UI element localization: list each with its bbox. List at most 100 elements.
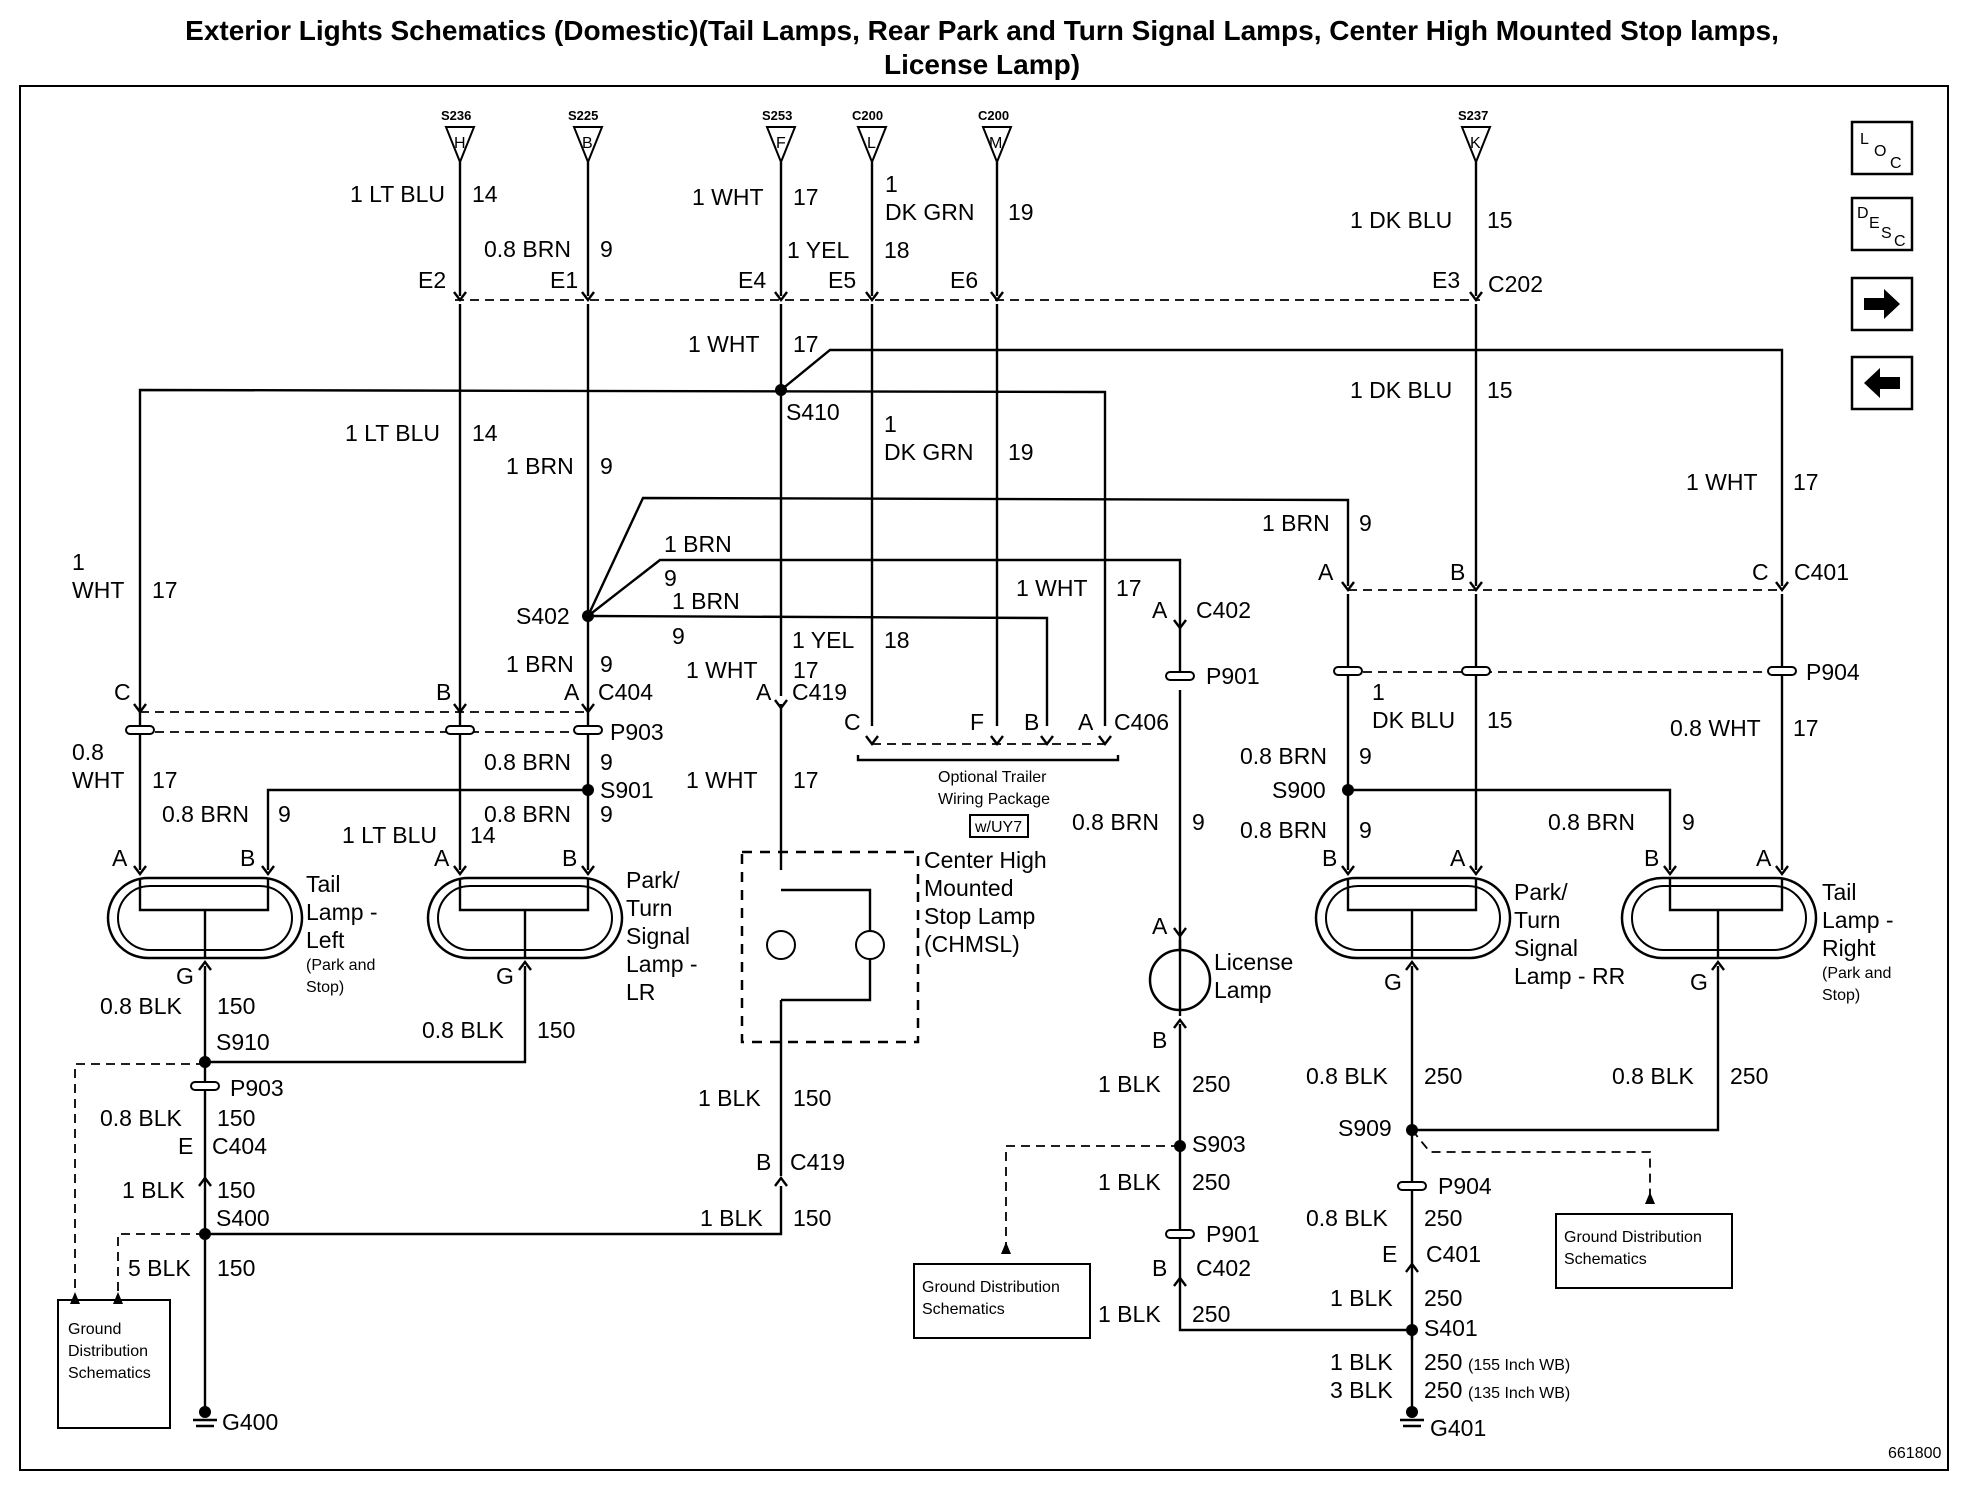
next-button[interactable]	[1850, 276, 1914, 332]
svg-text:1 DK BLU: 1 DK BLU	[1350, 207, 1452, 233]
svg-text:A: A	[1152, 913, 1168, 939]
svg-text:5 BLK: 5 BLK	[128, 1255, 191, 1281]
svg-text:Tail: Tail	[306, 871, 341, 897]
figure-number: 661800	[1888, 1445, 1941, 1462]
svg-text:Tail: Tail	[1822, 879, 1857, 905]
svg-text:License: License	[1214, 949, 1293, 975]
svg-text:1: 1	[884, 411, 897, 437]
svg-text:17: 17	[793, 657, 819, 683]
svg-text:E: E	[1869, 215, 1880, 232]
svg-text:E3: E3	[1432, 267, 1460, 293]
svg-text:250: 250	[1424, 1285, 1462, 1311]
svg-text:C: C	[1752, 559, 1769, 585]
svg-text:1 WHT: 1 WHT	[1686, 469, 1758, 495]
svg-text:Mounted: Mounted	[924, 875, 1014, 901]
wires	[138, 162, 1784, 1412]
svg-text:Lamp -: Lamp -	[626, 951, 698, 977]
svg-text:1 BLK: 1 BLK	[1098, 1169, 1161, 1195]
ground-g400	[193, 1406, 217, 1428]
input-s237: S237 K	[1458, 108, 1492, 165]
svg-text:0.8 BRN: 0.8 BRN	[1240, 817, 1327, 843]
svg-text:14: 14	[472, 420, 498, 446]
svg-text:9: 9	[1359, 817, 1372, 843]
svg-text:G400: G400	[222, 1409, 278, 1435]
svg-text:S910: S910	[216, 1029, 270, 1055]
svg-text:1 WHT: 1 WHT	[686, 767, 758, 793]
svg-text:150: 150	[793, 1085, 831, 1111]
svg-text:A: A	[1756, 845, 1772, 871]
svg-text:O: O	[1874, 143, 1886, 160]
svg-text:Ground Distribution: Ground Distribution	[1564, 1229, 1702, 1246]
pin-labels: A B G A B G A B B A G B A G	[112, 845, 1772, 1053]
connector-labels: E2 E1 E4 E5 E6 E3 C202 A B C C401 A C402…	[114, 267, 1860, 1281]
svg-text:Distribution: Distribution	[68, 1343, 148, 1360]
svg-text:(Park and: (Park and	[306, 957, 375, 974]
left-arrow-icon	[1864, 368, 1900, 398]
svg-text:Left: Left	[306, 927, 345, 953]
svg-text:G: G	[1690, 969, 1708, 995]
prev-button[interactable]	[1850, 355, 1914, 411]
svg-text:Turn: Turn	[626, 895, 672, 921]
svg-text:0.8 BRN: 0.8 BRN	[1072, 809, 1159, 835]
ground-box-center[interactable]: Ground Distribution Schematics	[913, 1263, 1091, 1339]
ground-g401	[1400, 1406, 1424, 1428]
svg-text:1: 1	[885, 171, 898, 197]
input-s225: S225 B	[568, 108, 604, 165]
svg-text:0.8 BLK: 0.8 BLK	[1612, 1063, 1694, 1089]
svg-text:E: E	[1382, 1241, 1397, 1267]
svg-text:18: 18	[884, 627, 910, 653]
park-turn-lamp-rr	[1314, 876, 1512, 960]
svg-text:B: B	[240, 845, 255, 871]
loc-button[interactable]: L O C	[1850, 120, 1914, 176]
ground-box-right[interactable]: Ground Distribution Schematics	[1555, 1213, 1733, 1289]
svg-text:G: G	[176, 963, 194, 989]
wire-labels: 1 LT BLU 14 0.8 BRN 9 1 WHT 17 1 DK GRN …	[72, 171, 1819, 1403]
svg-text:P904: P904	[1438, 1173, 1492, 1199]
svg-text:19: 19	[1008, 439, 1034, 465]
svg-text:S903: S903	[1192, 1131, 1246, 1157]
svg-text:Right: Right	[1822, 935, 1876, 961]
svg-text:1 BRN: 1 BRN	[506, 453, 574, 479]
svg-text:D: D	[1857, 205, 1869, 222]
svg-text:C401: C401	[1426, 1241, 1481, 1267]
svg-text:150: 150	[537, 1017, 575, 1043]
tail-lamp-left	[106, 876, 304, 960]
svg-text:S401: S401	[1424, 1315, 1478, 1341]
svg-text:P903: P903	[610, 719, 664, 745]
desc-button[interactable]: D E S C	[1850, 196, 1914, 252]
svg-text:S236: S236	[441, 108, 471, 123]
svg-text:Center High: Center High	[924, 847, 1047, 873]
svg-text:G401: G401	[1430, 1415, 1486, 1441]
svg-text:(Park and: (Park and	[1822, 965, 1891, 982]
svg-text:250: 250	[1424, 1205, 1462, 1231]
svg-text:1 WHT: 1 WHT	[688, 331, 760, 357]
svg-text:150: 150	[217, 993, 255, 1019]
svg-text:9: 9	[278, 801, 291, 827]
svg-text:150: 150	[793, 1205, 831, 1231]
svg-text:S253: S253	[762, 108, 792, 123]
svg-text:C200: C200	[852, 108, 883, 123]
svg-text:9: 9	[600, 236, 613, 262]
svg-text:WHT: WHT	[72, 767, 124, 793]
svg-text:Park/: Park/	[1514, 879, 1568, 905]
ground-box-left[interactable]: Ground Distribution Schematics	[57, 1299, 171, 1429]
svg-text:B: B	[1024, 709, 1039, 735]
svg-text:Schematics: Schematics	[1564, 1251, 1647, 1268]
svg-text:1 BLK: 1 BLK	[698, 1085, 761, 1111]
svg-text:H: H	[454, 135, 466, 152]
svg-text:L: L	[867, 135, 876, 152]
svg-text:DK GRN: DK GRN	[885, 199, 974, 225]
svg-text:1 YEL: 1 YEL	[787, 237, 849, 263]
svg-text:C404: C404	[212, 1133, 267, 1159]
svg-text:B: B	[1152, 1255, 1167, 1281]
svg-text:15: 15	[1487, 207, 1513, 233]
svg-text:Stop Lamp: Stop Lamp	[924, 903, 1035, 929]
svg-text:L: L	[1860, 131, 1869, 148]
svg-text:C401: C401	[1794, 559, 1849, 585]
svg-text:1 BRN: 1 BRN	[664, 531, 732, 557]
svg-text:C: C	[844, 709, 861, 735]
svg-text:C200: C200	[978, 108, 1009, 123]
svg-text:E6: E6	[950, 267, 978, 293]
svg-text:250: 250	[1192, 1301, 1230, 1327]
inline-disconnects	[125, 666, 1797, 1239]
